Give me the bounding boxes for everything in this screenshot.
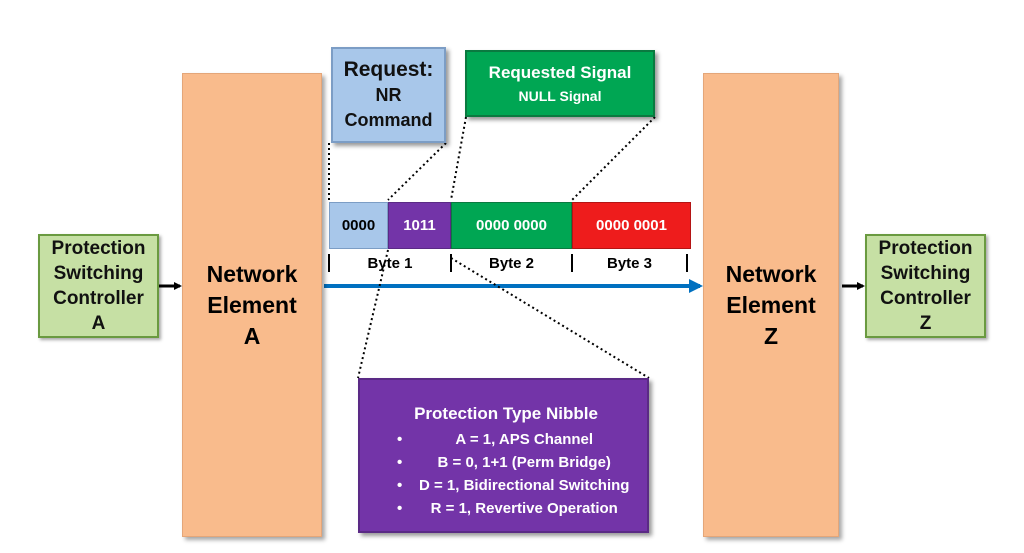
protection-type-item: A = 1, APS Channel	[397, 428, 629, 451]
callout-line-signal-right	[571, 116, 656, 201]
signal-subtitle: NULL Signal	[518, 87, 602, 104]
controller-z-line1: Protection	[878, 238, 973, 259]
controller-z-line4: Z	[919, 313, 932, 334]
callout-line-ptn-right	[450, 257, 650, 379]
protection-type-item: R = 1, Revertive Operation	[397, 497, 629, 520]
signal-title: Requested Signal	[488, 62, 632, 82]
controller-a-line3: Controller	[53, 288, 144, 309]
request-box: Request: NR Command	[331, 47, 446, 143]
callout-line-request-right	[387, 142, 447, 201]
controller-z-box: Protection Switching Controller Z	[865, 234, 986, 338]
protection-type-item: D = 1, Bidirectional Switching	[397, 474, 629, 497]
field-protection-type-value: 1011	[403, 217, 436, 234]
element-z-line1: Network	[725, 260, 817, 287]
controller-a-line2: Switching	[53, 263, 144, 284]
network-element-z: Network Element Z	[703, 73, 839, 537]
element-a-line1: Network	[206, 260, 298, 287]
protection-type-list: A = 1, APS Channel B = 0, 1+1 (Perm Brid…	[397, 428, 629, 520]
field-request-nibble: 0000	[329, 202, 388, 249]
byte-label-2: Byte 2	[488, 255, 535, 272]
field-requested-signal: 0000 0000	[451, 202, 572, 249]
controller-z-line2: Switching	[880, 263, 971, 284]
protection-type-nibble-box: Protection Type Nibble A = 1, APS Channe…	[358, 378, 649, 533]
controller-a-box: Protection Switching Controller A	[38, 234, 159, 338]
field-protection-type-nibble: 1011	[388, 202, 451, 249]
field-bridged-signal: 0000 0001	[572, 202, 691, 249]
request-line2: NR	[375, 85, 402, 105]
element-a-line2: Element	[207, 291, 297, 318]
element-z-line2: Element	[726, 291, 816, 318]
callout-line-ptn-left	[357, 249, 389, 379]
element-a-line3: A	[243, 322, 261, 349]
network-element-a: Network Element A	[182, 73, 322, 537]
request-title: Request:	[343, 58, 434, 81]
byte-label-3: Byte 3	[606, 255, 653, 272]
field-request-nibble-value: 0000	[341, 217, 376, 234]
request-line3: Command	[344, 110, 433, 130]
protection-type-title: Protection Type Nibble	[414, 404, 598, 423]
controller-a-line4: A	[91, 313, 106, 334]
callout-line-signal-left	[450, 116, 467, 201]
field-requested-signal-value: 0000 0000	[476, 217, 547, 234]
byte-label-1: Byte 1	[367, 255, 413, 272]
protection-type-item: B = 0, 1+1 (Perm Bridge)	[397, 451, 629, 474]
field-bridged-signal-value: 0000 0001	[596, 217, 667, 234]
controller-a-line1: Protection	[51, 238, 146, 259]
element-z-line3: Z	[763, 322, 779, 349]
requested-signal-box: Requested Signal NULL Signal	[465, 50, 655, 117]
controller-z-line3: Controller	[880, 288, 971, 309]
